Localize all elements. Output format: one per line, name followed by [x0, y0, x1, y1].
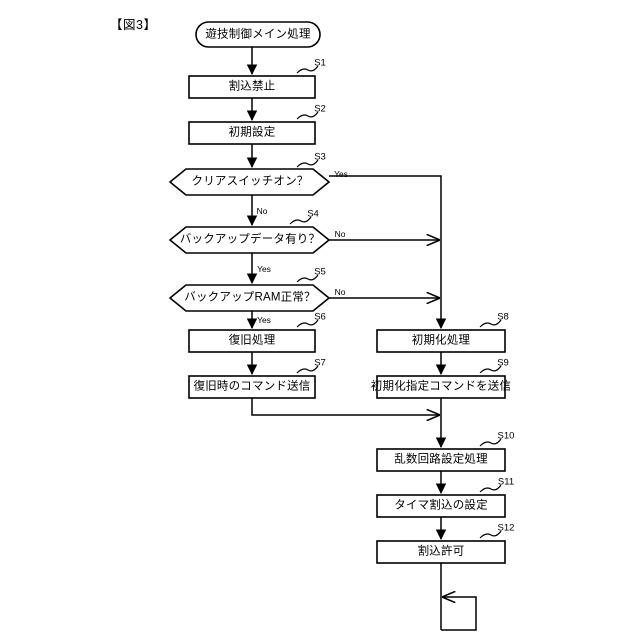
leader-s12	[479, 530, 502, 539]
edge-label-s4-no: No	[334, 229, 346, 239]
leader-s10	[479, 438, 502, 447]
node-s11-label: タイマ割込の設定	[394, 499, 488, 512]
step-label-s4: S4	[307, 208, 319, 220]
leader-s6	[296, 319, 319, 328]
figure-title: 【図3】	[110, 18, 157, 32]
edge-label-s5-yes: Yes	[257, 315, 271, 325]
node-s9-label: 初期化指定コマンドを送信	[370, 380, 512, 393]
node-s12-label: 割込許可	[417, 545, 465, 558]
node-s3-label: クリアスイッチオン？	[191, 175, 309, 188]
step-label-s3: S3	[314, 151, 326, 163]
leader-s9	[479, 365, 502, 374]
step-label-s9: S9	[497, 357, 509, 369]
node-s4-label: バックアップデータ有り？	[179, 233, 321, 246]
step-label-s12: S12	[497, 522, 515, 534]
node-s5-label: バックアップRAM正常？	[184, 291, 316, 304]
edge-s7-merge	[251, 398, 439, 415]
node-s2-label: 初期設定	[228, 126, 276, 139]
leader-s2	[296, 111, 319, 120]
leader-s7	[296, 365, 319, 374]
edge-label-s5-no: No	[334, 287, 346, 297]
edge-loop-back	[441, 597, 477, 631]
leader-s1	[296, 65, 319, 74]
step-label-s1: S1	[314, 57, 326, 69]
node-s1-label: 割込禁止	[228, 80, 276, 93]
leader-s8	[479, 319, 502, 328]
node-s5-shape	[168, 284, 331, 312]
node-start-label: 遊技制御メイン処理	[205, 27, 311, 40]
node-s6-label: 復旧処理	[228, 334, 276, 347]
edge-label-s3-yes: Yes	[334, 169, 348, 179]
step-label-s2: S2	[314, 103, 326, 115]
node-s7-label: 復旧時のコマンド送信	[193, 380, 311, 393]
step-label-s11: S11	[497, 476, 515, 488]
step-label-s10: S10	[497, 430, 515, 442]
step-label-s7: S7	[314, 357, 326, 369]
edge-label-s3-no: No	[256, 206, 268, 216]
step-label-s6: S6	[314, 311, 326, 323]
node-s4-shape	[168, 226, 331, 254]
leader-s4	[289, 216, 312, 225]
edge-label-s4-yes: Yes	[257, 264, 271, 274]
step-label-s8: S8	[497, 311, 509, 323]
node-start-shape	[195, 21, 321, 48]
leader-s11	[479, 484, 502, 493]
leader-s5	[296, 274, 319, 283]
node-s8-label: 初期化処理	[411, 334, 471, 347]
node-s3-shape	[168, 168, 331, 196]
edge-s3-yes-trunk	[329, 175, 447, 330]
node-s10-label: 乱数回路設定処理	[394, 453, 488, 466]
step-label-s5: S5	[314, 266, 326, 278]
leader-s3	[296, 159, 319, 168]
